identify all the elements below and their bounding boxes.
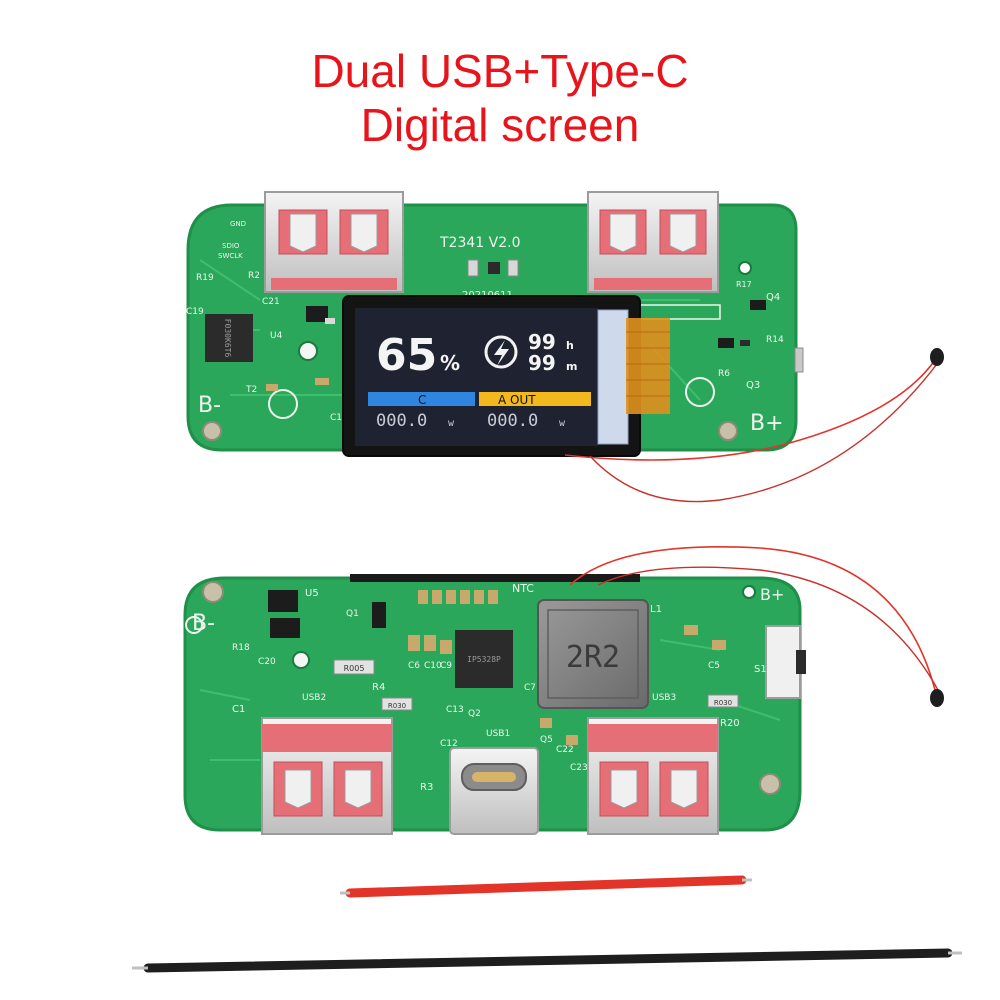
svg-text:SWCLK: SWCLK	[218, 252, 243, 260]
input-power-unit: w	[448, 418, 455, 429]
svg-text:Q4: Q4	[766, 292, 780, 303]
svg-text:L1: L1	[650, 604, 662, 615]
svg-text:R4: R4	[372, 682, 385, 693]
svg-text:IP5328P: IP5328P	[467, 655, 501, 664]
svg-text:T2: T2	[245, 385, 257, 395]
svg-text:R005: R005	[344, 664, 365, 673]
svg-text:C21: C21	[262, 297, 280, 307]
mount-hole	[759, 773, 781, 795]
top-usb-port-left	[264, 191, 404, 293]
svg-text:Q5: Q5	[540, 735, 553, 745]
svg-text:R2: R2	[248, 271, 260, 281]
svg-text:NTC: NTC	[512, 582, 534, 595]
svg-text:F030K6T6: F030K6T6	[223, 319, 232, 358]
side-switch	[765, 625, 801, 699]
svg-text:C6: C6	[408, 661, 420, 671]
input-power: 000.0	[376, 411, 427, 431]
svg-text:R030: R030	[714, 699, 732, 707]
mount-hole	[202, 421, 222, 441]
inductor	[537, 599, 649, 709]
lcd-module: 65 % 99 h 99 m C A OUT 000.0 w 000.0 w	[342, 295, 670, 457]
bottom-usb-port-right	[587, 717, 719, 835]
svg-text:C7: C7	[524, 683, 536, 693]
svg-text:C1: C1	[232, 704, 245, 715]
output-bar-label: A OUT	[498, 393, 536, 407]
bottom-usb-port-left	[261, 717, 393, 835]
battery-percent: 65	[376, 330, 437, 381]
bottom-pos-label: B+	[760, 585, 784, 604]
svg-text:U5: U5	[305, 588, 319, 599]
mount-hole	[718, 421, 738, 441]
title-line-1: Dual USB+Type-C	[311, 45, 689, 97]
svg-text:U4: U4	[270, 331, 283, 341]
power-ic	[455, 630, 513, 688]
svg-text:Q3: Q3	[746, 380, 760, 391]
remaining-minutes: 99	[528, 351, 556, 375]
top-pos-label: B+	[750, 411, 784, 436]
svg-text:C18: C18	[330, 413, 348, 423]
bottom-neg-label: B-	[192, 611, 215, 636]
svg-text:SDIO: SDIO	[222, 242, 240, 250]
type-c-port	[449, 747, 539, 835]
mcu-chip	[205, 314, 253, 362]
input-bar	[368, 392, 475, 406]
svg-text:C5: C5	[708, 661, 720, 671]
percent-sign: %	[440, 351, 460, 375]
red-wire	[340, 875, 752, 898]
svg-text:S1: S1	[754, 664, 767, 675]
bolt-icon	[484, 335, 518, 369]
svg-text:USB3: USB3	[652, 693, 676, 703]
mount-hole	[742, 585, 756, 599]
bottom-ntc-wire	[569, 546, 936, 691]
svg-text:R17: R17	[736, 280, 752, 289]
svg-text:C20: C20	[258, 657, 276, 667]
hours-unit: h	[566, 339, 574, 352]
svg-text:USB1: USB1	[486, 729, 510, 739]
ntc-sensor	[930, 348, 944, 366]
title-line-2: Digital screen	[360, 99, 640, 151]
black-wire	[132, 948, 962, 973]
svg-text:Q2: Q2	[468, 709, 481, 719]
svg-text:USB2: USB2	[302, 693, 326, 703]
minutes-unit: m	[566, 360, 577, 373]
output-power-unit: w	[559, 418, 566, 429]
svg-text:C19: C19	[186, 307, 204, 317]
mount-hole	[738, 261, 752, 275]
svg-text:C10: C10	[424, 661, 442, 671]
svg-text:R14: R14	[766, 335, 784, 345]
svg-text:Q1: Q1	[346, 609, 359, 619]
output-bar	[479, 392, 591, 406]
top-usb-port-right	[587, 191, 719, 293]
svg-text:R030: R030	[388, 702, 406, 710]
svg-text:R18: R18	[232, 643, 250, 653]
svg-text:C13: C13	[446, 705, 464, 715]
mount-hole	[298, 341, 318, 361]
model-label: T2341 V2.0	[439, 235, 520, 251]
svg-text:R20: R20	[720, 718, 740, 729]
svg-text:C23: C23	[570, 763, 588, 773]
svg-text:R19: R19	[196, 273, 214, 283]
remaining-hours: 99	[528, 330, 556, 354]
mount-hole	[202, 581, 224, 603]
svg-text:2R2: 2R2	[566, 640, 620, 675]
svg-text:C9: C9	[440, 661, 452, 671]
top-neg-label: B-	[198, 393, 221, 418]
svg-text:R3: R3	[420, 782, 433, 793]
ntc-sensor	[930, 689, 944, 707]
svg-text:C22: C22	[556, 745, 574, 755]
svg-text:C12: C12	[440, 739, 458, 749]
top-ntc-wire	[564, 359, 936, 461]
output-power: 000.0	[487, 411, 538, 431]
input-bar-label: C	[418, 393, 426, 407]
svg-text:R6: R6	[718, 369, 730, 379]
svg-text:GND: GND	[230, 220, 246, 228]
product-title: Dual USB+Type-C Digital screen	[0, 44, 1000, 152]
mount-hole	[292, 651, 310, 669]
